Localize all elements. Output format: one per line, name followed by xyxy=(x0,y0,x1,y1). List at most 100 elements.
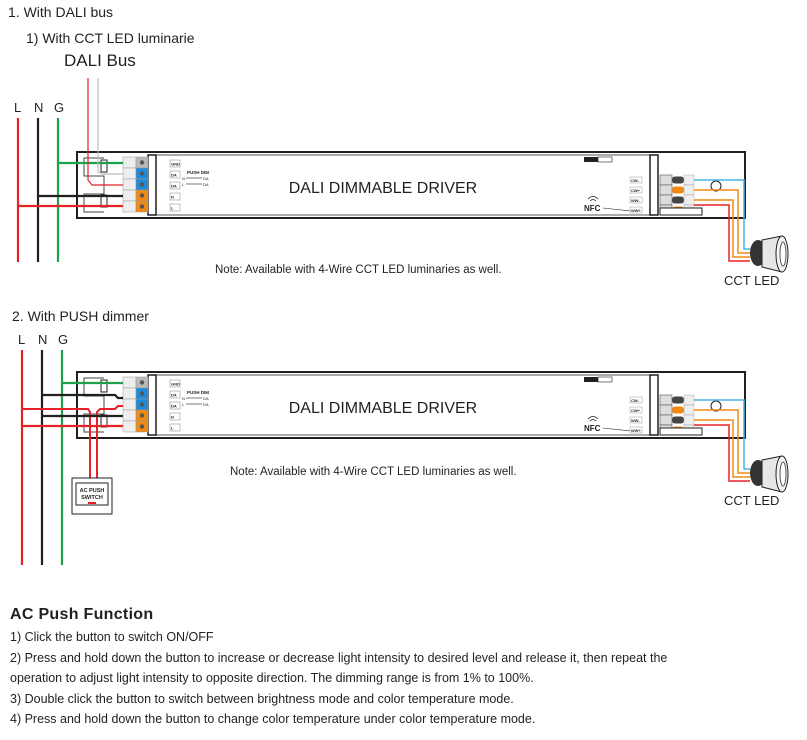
led-lens-inner xyxy=(779,241,787,267)
terminal-label-box xyxy=(169,159,181,168)
cct-led-icon xyxy=(750,235,789,273)
nfc-icon xyxy=(587,416,599,422)
output-label-box xyxy=(629,206,643,214)
input-terminal-label: DA xyxy=(171,404,177,409)
output-slot xyxy=(659,414,673,426)
output-slot xyxy=(659,394,673,406)
output-terminal-label: CW- xyxy=(631,178,640,183)
terminal-label-box xyxy=(169,203,181,212)
output-lever xyxy=(672,416,684,424)
output-lever xyxy=(672,406,684,414)
terminal-slot xyxy=(122,167,137,180)
terminal-slot xyxy=(122,200,137,213)
output-terminal-label: WW+ xyxy=(631,208,642,213)
section1-line-label-live: L xyxy=(14,100,21,115)
ww-wire xyxy=(694,409,750,474)
output-terminal-label: WW- xyxy=(631,418,640,423)
output-label-box xyxy=(629,416,643,424)
screw-icon xyxy=(139,160,145,165)
left-end-cap xyxy=(147,374,157,436)
output-slot xyxy=(659,194,673,206)
note: Note: Available with 4-Wire CCT LED lumi… xyxy=(230,466,517,478)
screw-icon xyxy=(139,171,145,176)
terminal-slot xyxy=(122,387,137,400)
ac-push-title: AC Push Function xyxy=(10,606,154,623)
mount-hole xyxy=(710,180,722,192)
instruction-1: 1) Click the button to switch ON/OFF xyxy=(10,630,214,644)
input-terminal-label: L xyxy=(171,206,174,211)
screw-icon xyxy=(139,413,145,418)
screw-icon xyxy=(139,182,145,187)
dip-switch xyxy=(584,377,598,382)
input-terminal-label: N xyxy=(171,415,174,420)
section1-heading: 1. With DALI bus xyxy=(8,4,114,20)
terminal-slot xyxy=(122,156,137,169)
output-slot xyxy=(683,194,695,206)
push-dim-pin: DA xyxy=(203,396,209,401)
terminal-label-box xyxy=(169,379,181,388)
section2-line-label-live: L xyxy=(18,332,25,347)
output-clamp xyxy=(659,207,703,216)
output-label-box xyxy=(629,186,643,194)
push-dim-pin: L xyxy=(182,402,185,407)
nfc-icon xyxy=(587,196,599,202)
terminal-label-box xyxy=(169,192,181,201)
dali-wire-2 xyxy=(97,78,123,175)
cct-led-label: CCT LED xyxy=(724,273,779,288)
instruction-3: 3) Double click the button to switch bet… xyxy=(10,691,514,706)
driver-title: DALI DIMMABLE DRIVER xyxy=(289,400,477,417)
output-label-box xyxy=(629,176,643,184)
push-dim-pin: N xyxy=(182,176,185,181)
led-lens-inner xyxy=(779,461,787,487)
cct-led-icon xyxy=(750,455,789,493)
screw-icon xyxy=(139,424,145,429)
output-terminal-label: WW+ xyxy=(631,428,642,433)
nfc-label: NFC xyxy=(584,424,601,433)
right-end-cap xyxy=(649,154,659,216)
push-dim-pin: DA xyxy=(203,176,209,181)
terminal-label-box xyxy=(169,423,181,432)
screw-icon xyxy=(139,204,145,209)
driver-title: DALI DIMMABLE DRIVER xyxy=(289,180,477,197)
terminal-label-box xyxy=(169,170,181,179)
terminal-slot xyxy=(122,189,137,202)
output-terminal-label: CW- xyxy=(631,398,640,403)
output-terminal-label: CW+ xyxy=(631,408,641,413)
input-terminal-label: GND xyxy=(171,382,180,387)
note: Note: Available with 4-Wire CCT LED lumi… xyxy=(215,264,502,276)
ac-push-instructions: 1) Click the button to switch ON/OFF 2) … xyxy=(10,627,667,730)
output-lever xyxy=(672,176,684,184)
push-dim-label: PUSH DIM xyxy=(187,170,209,175)
right-end-cap xyxy=(649,374,659,436)
mount-hole xyxy=(710,400,722,412)
output-lever xyxy=(672,196,684,204)
screw-icon xyxy=(139,391,145,396)
cable-clamp xyxy=(100,379,108,393)
output-terminal-label: CW+ xyxy=(631,188,641,193)
section1-line-label-neutral: N xyxy=(34,100,43,115)
output-lever xyxy=(672,186,684,194)
output-slot xyxy=(683,414,695,426)
wwplus-wire xyxy=(694,204,750,262)
section2-line-label-ground: G xyxy=(58,332,68,347)
cw-wire xyxy=(694,399,750,470)
terminal-label-box xyxy=(169,181,181,190)
output-lever xyxy=(672,396,684,404)
driver-body xyxy=(154,374,651,436)
switch-button xyxy=(88,502,96,504)
output-slot xyxy=(683,174,695,186)
dali-wire-1 xyxy=(87,78,123,186)
push-dim-pin: N xyxy=(182,396,185,401)
section1-line-label-ground: G xyxy=(54,100,64,115)
push-dim-pin: DA xyxy=(203,402,209,407)
input-terminal-label: GND xyxy=(171,162,180,167)
push-dim-label: PUSH DIM xyxy=(187,390,209,395)
live-to-switch xyxy=(22,408,91,478)
cable-clamp xyxy=(100,159,108,173)
terminal-slot xyxy=(122,420,137,433)
output-label-box xyxy=(629,426,643,434)
screw-icon xyxy=(139,380,145,385)
